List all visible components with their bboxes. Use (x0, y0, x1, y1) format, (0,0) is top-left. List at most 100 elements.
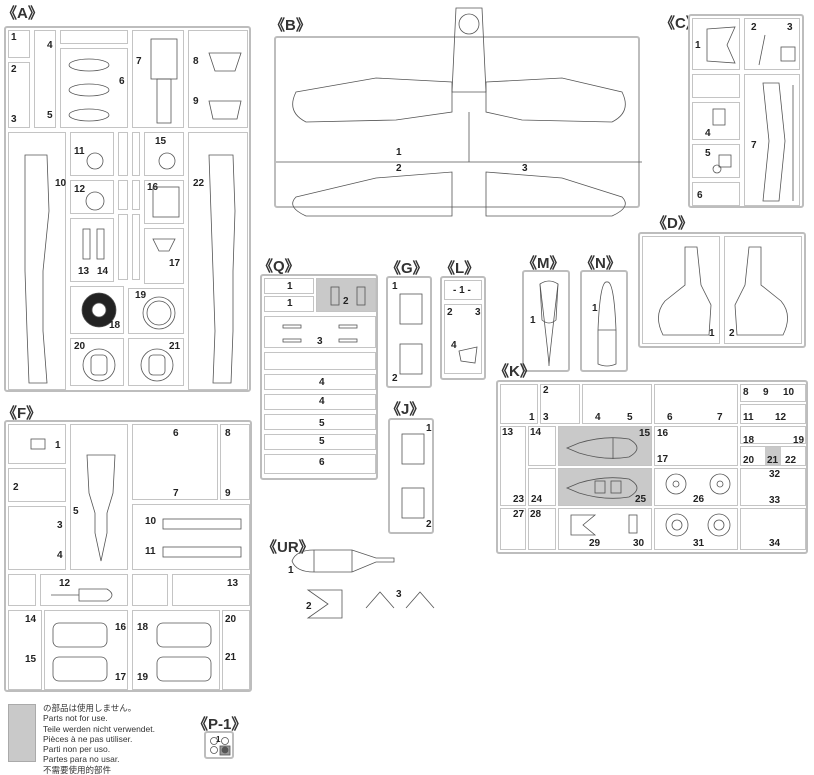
part-number: 4 (595, 412, 601, 423)
tail-fin-icon (658, 246, 712, 336)
bracket-icon (365, 591, 435, 609)
sprue-m-frame: 1 (522, 270, 570, 372)
cell: 22 (188, 132, 248, 390)
part-number: 22 (193, 178, 205, 189)
cell: 1 (8, 424, 66, 464)
part-number: 13 (227, 578, 239, 589)
part-number: 21 (225, 652, 237, 663)
part-number: 20 (743, 455, 755, 466)
instrument-icon (712, 108, 726, 126)
part-number: 27 (513, 509, 525, 520)
sprue-f-label: 《F》 (2, 405, 42, 422)
part-number: 3 (317, 336, 323, 347)
cell (264, 352, 376, 370)
lens-icon (210, 737, 231, 756)
unused-parts-swatch (8, 704, 36, 762)
bomb-icon (51, 588, 113, 602)
drop-tank-icon (565, 437, 638, 459)
cell: 1 (264, 296, 314, 312)
cell (692, 74, 740, 98)
sprue-d-frame: 1 2 (638, 232, 806, 348)
ring-icon (158, 152, 176, 170)
part-number: 5 (705, 148, 711, 159)
cell: 6 (60, 48, 128, 128)
part-number: 1 (709, 328, 715, 339)
sprue-p1-frame: 1 (204, 731, 234, 759)
cell: 27 (500, 508, 526, 550)
cell: 20 (70, 338, 124, 386)
cell: 3 (264, 316, 376, 348)
cell (118, 180, 128, 210)
sprue-b-frame: 1 2 3 (274, 7, 642, 217)
part-number: 1 (392, 281, 398, 292)
cell: 6 (264, 454, 376, 474)
bracket-icon (458, 346, 478, 364)
unused-part-cell: 2 (316, 278, 376, 312)
legend-line: Teile werden nicht verwendet. (43, 723, 155, 734)
part-number: 3 (543, 412, 549, 423)
sprue-k-label: 《K》 (494, 363, 535, 380)
cell: 5 (264, 414, 376, 430)
part-number: 1 (426, 423, 432, 434)
frame-part-icon (706, 26, 736, 64)
gear-icon (86, 152, 104, 170)
part-number: 19 (135, 290, 147, 301)
part-number: 11 (74, 146, 85, 157)
cell: 2 3 4 (444, 304, 482, 374)
part-number: 5 (319, 436, 325, 447)
cell: 12 (40, 574, 128, 606)
cell: 34 (740, 508, 806, 550)
part-number: 14 (530, 427, 542, 438)
part-number: 1 (530, 315, 536, 326)
cell: 18 (70, 286, 124, 334)
cell: 10 (8, 132, 66, 390)
part-number: 4 (705, 128, 711, 139)
part-number: 21 (767, 455, 779, 466)
panel-pair-icon (330, 286, 366, 306)
part-number: 2 (426, 519, 432, 530)
part-number: 30 (633, 538, 645, 549)
cell: 31 (654, 508, 738, 550)
part-number: 3 (522, 163, 528, 174)
rail-icon (282, 324, 358, 343)
unused-parts-legend: の部品は使用しません。 Parts not for use. Teile wer… (43, 703, 155, 775)
part-number: 16 (115, 622, 127, 633)
part-number: 18 (109, 320, 121, 331)
part-number: 2 (343, 296, 349, 307)
bracket-icon (758, 34, 796, 66)
propeller-blade-icon (68, 58, 110, 122)
part-number: 2 (447, 307, 453, 318)
part-number: 8 (193, 56, 199, 67)
panel-icon (401, 433, 425, 519)
cell (132, 574, 168, 606)
instrument-icon (712, 154, 732, 174)
part-number: 3 (11, 114, 17, 125)
cell (8, 574, 36, 606)
part-number: 7 (751, 140, 757, 151)
bracket-icon (570, 514, 638, 536)
part-number: 11 (145, 546, 156, 557)
part-number: 16 (657, 428, 669, 439)
part-number: 7 (136, 56, 142, 67)
cell: 2 (8, 468, 66, 502)
cell: 4 (264, 374, 376, 390)
part-number: 6 (119, 76, 125, 87)
part-number: 5 (627, 412, 633, 423)
panel-icon (399, 293, 423, 375)
part-number: 18 (743, 435, 755, 446)
cell: 11 (70, 132, 114, 176)
unused-part-cell (765, 447, 781, 465)
canopy-icon (597, 281, 617, 367)
cell: 17 (144, 228, 184, 284)
seat-icon (208, 52, 242, 120)
part-number: 25 (635, 494, 647, 505)
ring-icon (142, 296, 176, 330)
part-number: 23 (513, 494, 525, 505)
